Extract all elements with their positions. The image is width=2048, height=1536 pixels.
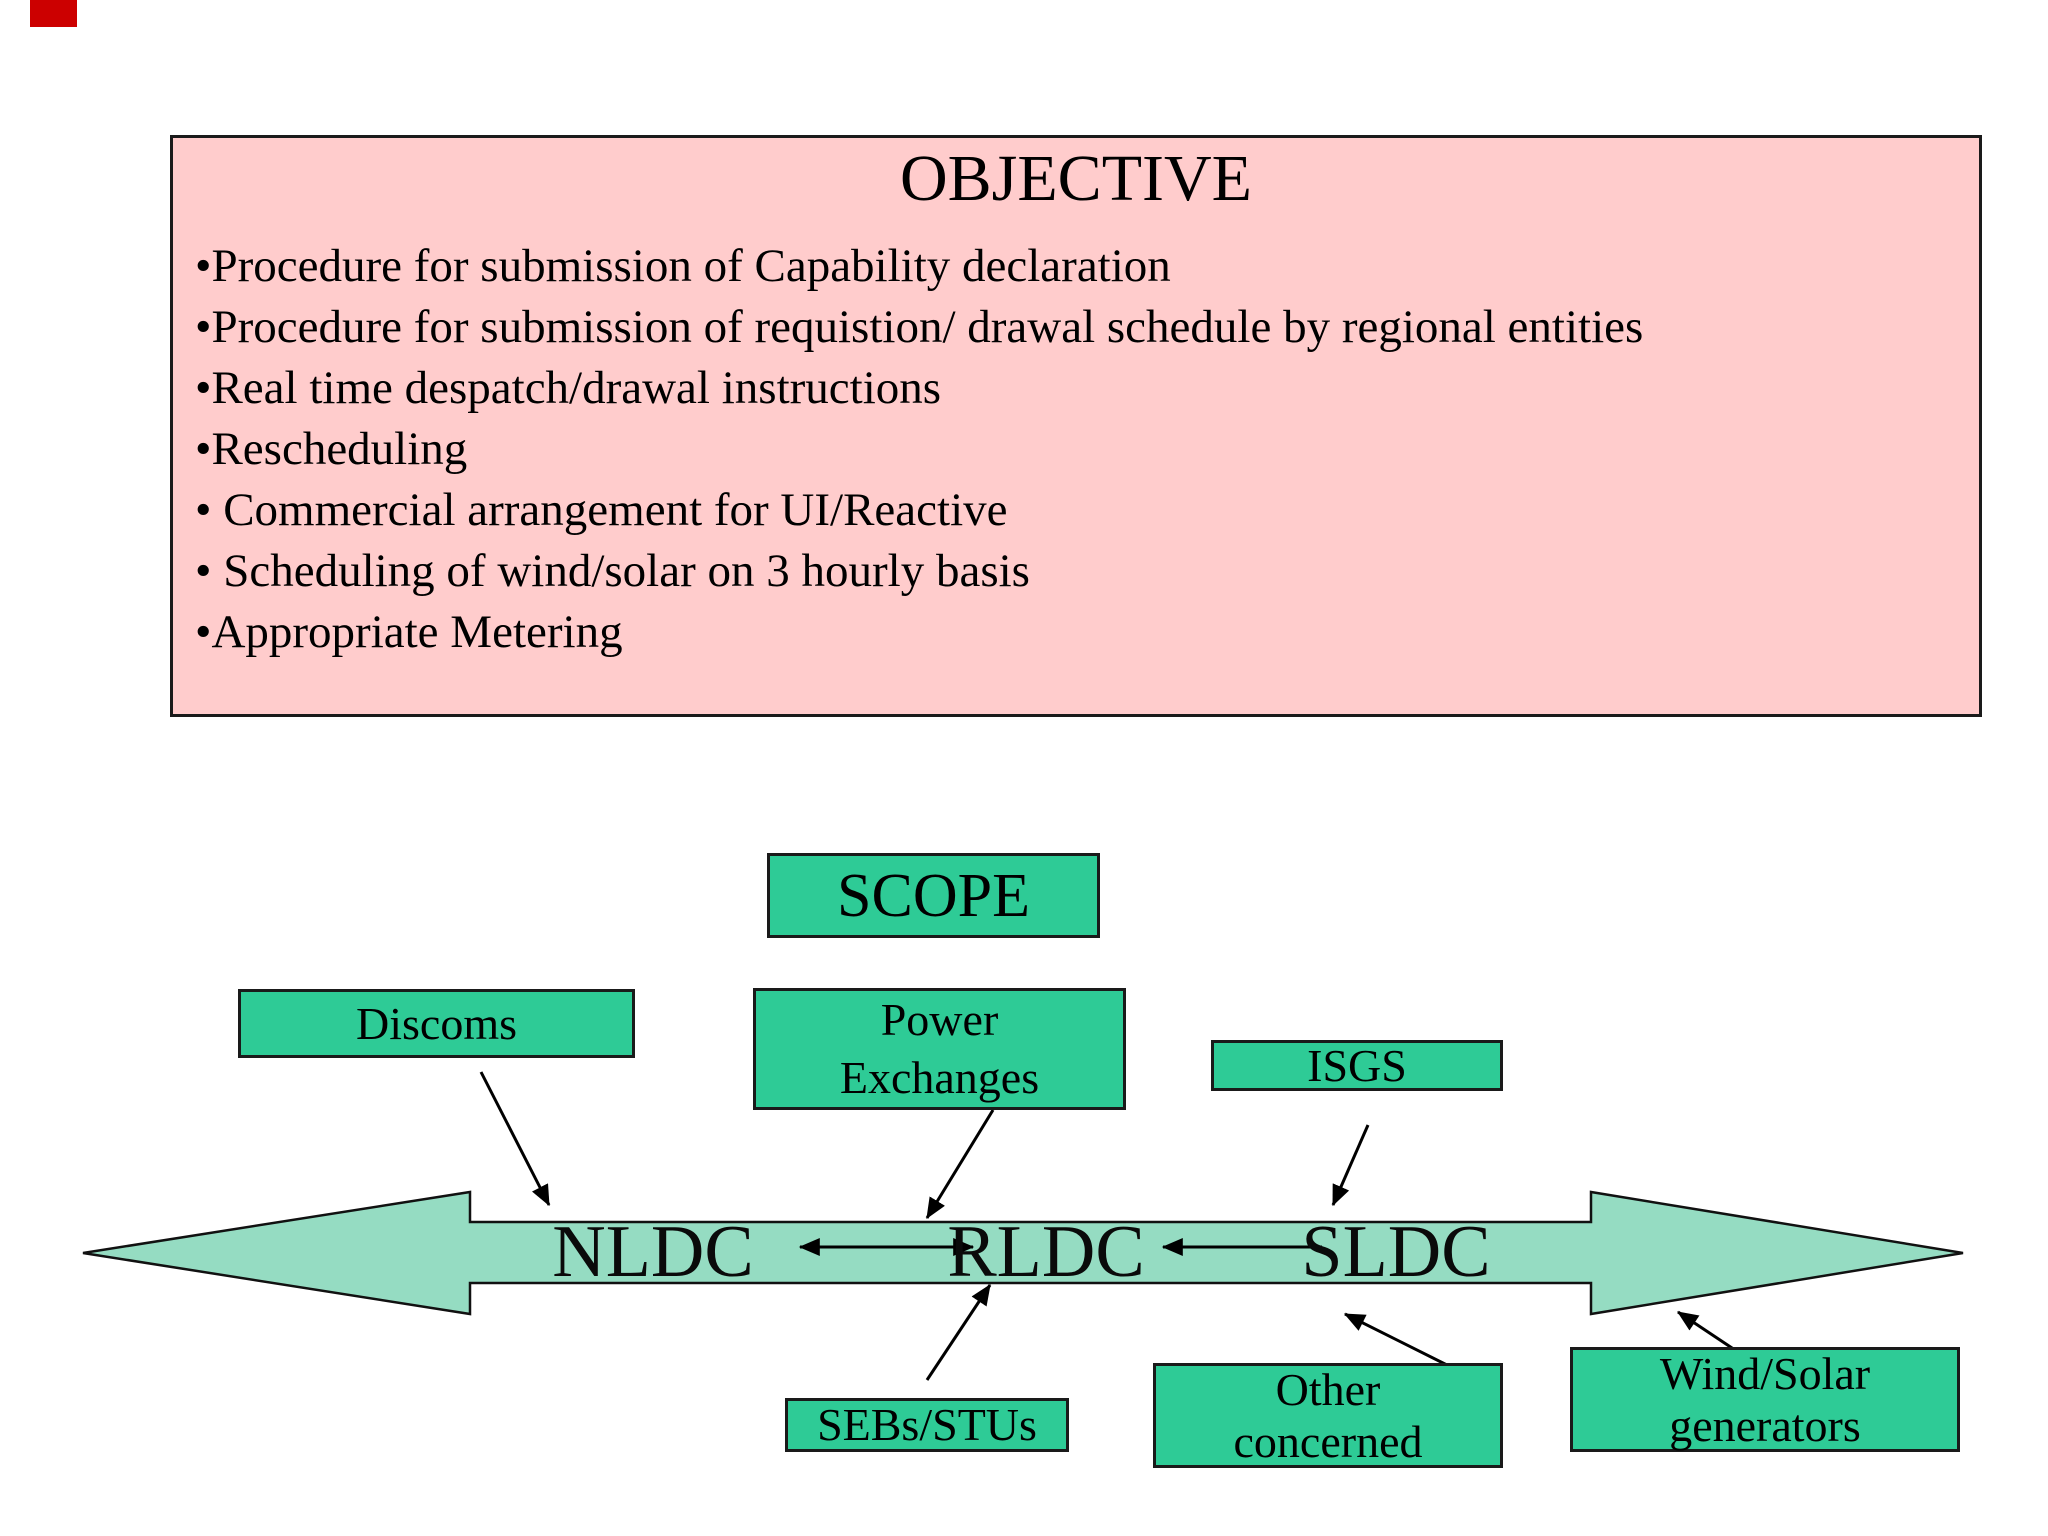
other-concerned-box: Other concerned bbox=[1153, 1363, 1503, 1468]
isgs-box: ISGS bbox=[1211, 1040, 1503, 1091]
power-exchanges-label-line2: Exchanges bbox=[839, 1052, 1040, 1103]
arrow-other-concerned-to-sldc bbox=[1343, 1312, 1448, 1367]
arrow-wind-solar-to-main-arrow bbox=[1677, 1310, 1736, 1352]
discoms-label: Discoms bbox=[356, 997, 517, 1049]
red-corner-mark bbox=[30, 0, 77, 27]
sldc-label: SLDC bbox=[1301, 1211, 1491, 1293]
scope-label: SCOPE bbox=[837, 861, 1030, 930]
power-exchanges-label-line1: Power bbox=[880, 994, 999, 1045]
objective-bullet: •Procedure for submission of Capability … bbox=[195, 240, 1171, 292]
power-exchanges-box: Power Exchanges bbox=[753, 988, 1126, 1110]
objective-bullet: •Real time despatch/drawal instructions bbox=[195, 362, 942, 414]
nldc-rldc-sldc-double-arrow bbox=[82, 1190, 1964, 1316]
rldc-label: RLDC bbox=[947, 1211, 1145, 1293]
objective-bullet: • Commercial arrangement for UI/Reactive bbox=[195, 484, 1008, 536]
wind-solar-generators-box: Wind/Solar generators bbox=[1570, 1347, 1960, 1452]
discoms-box: Discoms bbox=[238, 989, 635, 1058]
objective-bullet: • Scheduling of wind/solar on 3 hourly b… bbox=[195, 545, 1030, 597]
isgs-label: ISGS bbox=[1307, 1039, 1407, 1091]
other-concerned-label-line1: Other bbox=[1275, 1363, 1381, 1415]
arrow-isgs-to-sldc bbox=[1331, 1124, 1370, 1207]
objective-bullet-list: •Procedure for submission of Capability … bbox=[173, 236, 1979, 663]
arrow-sebs-to-rldc bbox=[925, 1283, 992, 1381]
objective-panel: OBJECTIVE •Procedure for submission of C… bbox=[170, 135, 1982, 717]
other-concerned-label-line2: concerned bbox=[1233, 1415, 1423, 1467]
objective-bullet: •Procedure for submission of requistion/… bbox=[195, 301, 1644, 353]
wind-solar-label-line1: Wind/Solar bbox=[1659, 1347, 1871, 1399]
sebs-stus-label: SEBs/STUs bbox=[817, 1399, 1037, 1450]
sebs-stus-box: SEBs/STUs bbox=[785, 1398, 1069, 1452]
nldc-label: NLDC bbox=[552, 1211, 754, 1293]
arrow-discoms-to-nldc bbox=[479, 1071, 551, 1207]
scope-box: SCOPE bbox=[767, 853, 1100, 938]
wind-solar-label-line2: generators bbox=[1669, 1399, 1861, 1451]
objective-bullet: •Appropriate Metering bbox=[195, 606, 623, 658]
arrow-power-exchanges-to-rldc bbox=[925, 1109, 995, 1220]
objective-title: OBJECTIVE bbox=[900, 142, 1252, 215]
objective-bullet: •Rescheduling bbox=[195, 423, 468, 475]
